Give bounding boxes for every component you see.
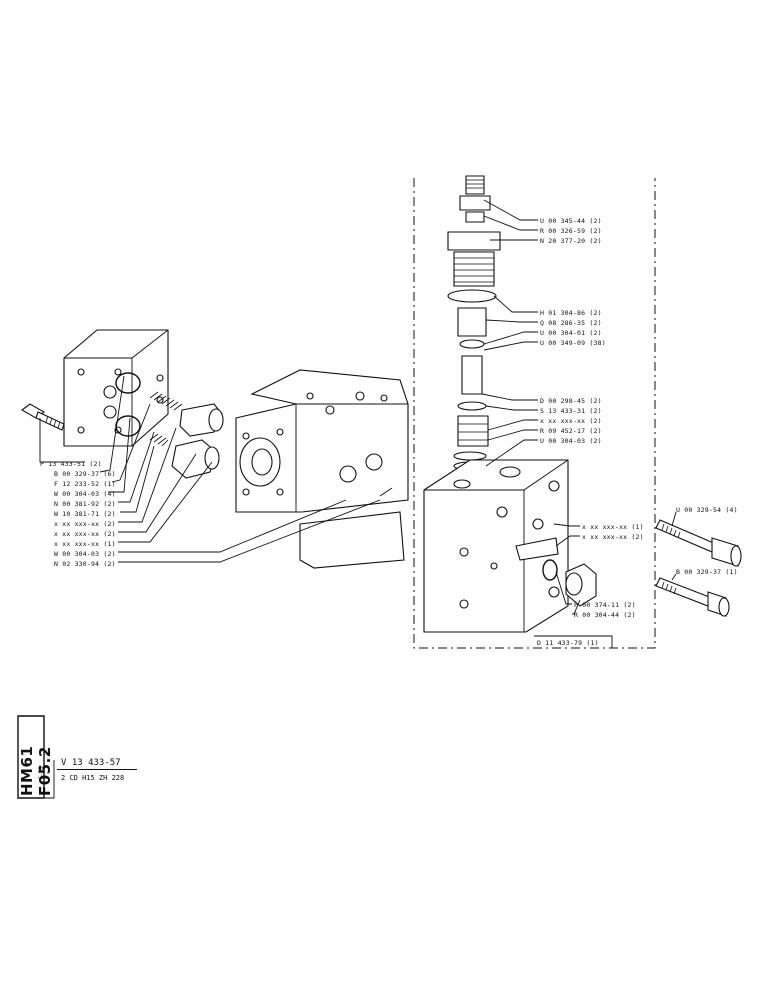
callout-label: B 00 329-37 (6) [54, 470, 116, 478]
callout-label: W 10 381-71 (2) [54, 510, 116, 518]
part-description: 2 CD H15 ZH 228 [61, 774, 125, 782]
assembly-label: D 11 433-79 (1) [537, 639, 599, 647]
stem [515, 537, 559, 561]
flange-plate [63, 329, 169, 447]
leader-lines [39, 199, 677, 648]
callout-label: x xx xxx-xx (2) [54, 520, 116, 528]
callout-label: U 00 349-09 (38) [540, 339, 606, 347]
callout-label: x xx xxx-xx (1) [582, 523, 644, 531]
callout-label: N 00 381-92 (2) [54, 500, 116, 508]
spring [149, 391, 183, 447]
callout-label: R 00 326-59 (2) [540, 227, 602, 235]
valve-body [235, 369, 409, 569]
plug [565, 563, 597, 607]
right-callouts: U 00 345-44 (2) R 00 326-59 (2) N 20 377… [537, 217, 738, 647]
o-ring [115, 372, 141, 394]
callout-label: R 09 452-17 (2) [540, 427, 602, 435]
callout-label: x xx xxx-xx (2) [54, 530, 116, 538]
callout-label: P 00 374-11 (2) [574, 601, 636, 609]
callout-label: U 00 345-44 (2) [540, 217, 602, 225]
callout-label: U 00 304-03 (2) [540, 437, 602, 445]
piston [171, 439, 217, 479]
revision-date: 6-75 [38, 766, 45, 780]
callout-label: W 00 304-03 (4) [54, 490, 116, 498]
socket-head-bolt [655, 519, 742, 567]
part-number: V 13 433-57 [57, 758, 137, 770]
callout-label: Q 08 286-35 (2) [540, 319, 602, 327]
callout-label: S 13 433-31 (2) [540, 407, 602, 415]
callout-label: U 00 329-54 (4) [676, 506, 738, 514]
callout-label: D 00 298-45 (2) [540, 397, 602, 405]
callout-label: U 00 304-01 (2) [540, 329, 602, 337]
callout-label: B 00 329-37 (1) [676, 568, 738, 576]
seal-ring [542, 559, 558, 581]
callout-label: W 00 304-03 (2) [54, 550, 116, 558]
drawing-code: HM61 F05.2 6-75 [18, 716, 54, 796]
callout-label: H 01 304-86 (2) [540, 309, 602, 317]
assembly-boundary [413, 178, 656, 649]
title-block: V 13 433-57 2 CD H15 ZH 228 [57, 758, 137, 782]
callout-label: x xx xxx-xx (2) [540, 417, 602, 425]
left-callouts: P 13 433-51 (2) B 00 329-37 (6) F 12 233… [40, 460, 116, 568]
drawing-code-text: HM61 F05.2 [18, 745, 54, 796]
callout-label: N 02 330-94 (2) [54, 560, 116, 568]
socket-head-bolt [655, 577, 730, 617]
callout-label: R 00 304-44 (2) [574, 611, 636, 619]
o-ring [115, 415, 141, 437]
callout-label: x xx xxx-xx (2) [582, 533, 644, 541]
callout-label: N 20 377-20 (2) [540, 237, 602, 245]
cartridge-stack [447, 175, 501, 471]
flange-bolt [21, 403, 65, 431]
title-frame [43, 716, 55, 799]
callout-label: F 12 233-52 (1) [54, 480, 116, 488]
subplate-block [423, 459, 569, 633]
callout-label: x xx xxx-xx (1) [54, 540, 116, 548]
callout-label: P 13 433-51 (2) [40, 460, 102, 468]
